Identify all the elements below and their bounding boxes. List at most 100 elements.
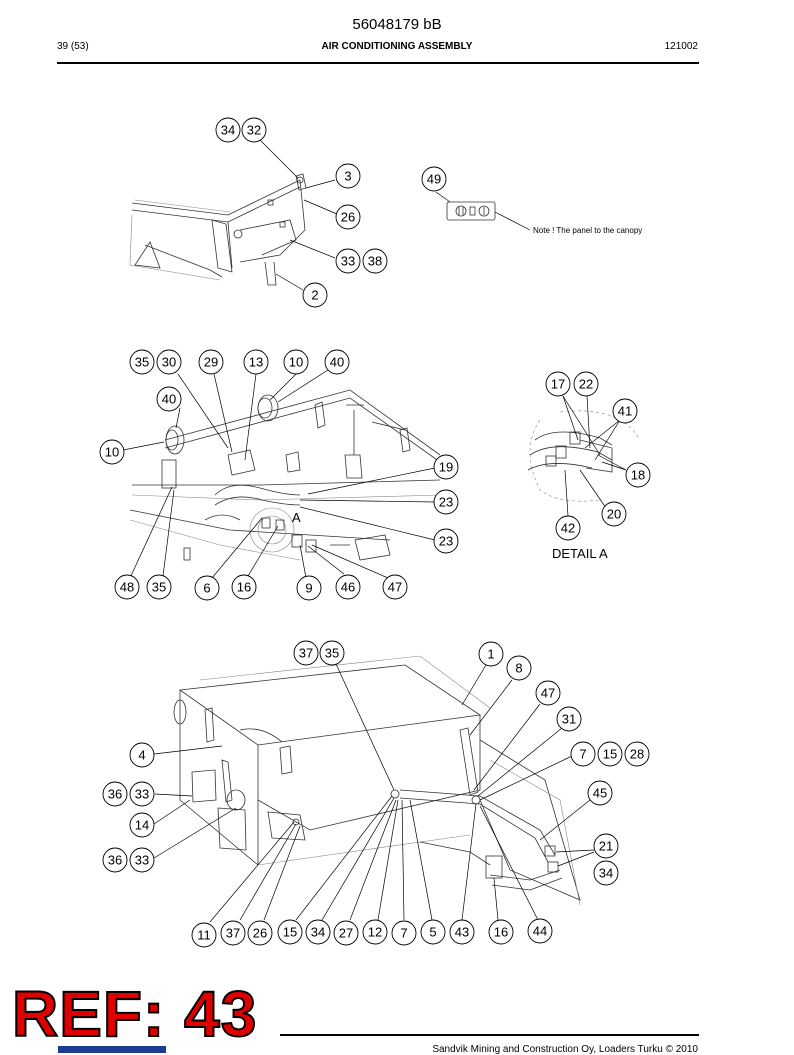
callout-bubble: 16: [488, 919, 514, 945]
svg-text:12: 12: [368, 925, 382, 940]
callout-bubble: 15: [277, 919, 303, 945]
svg-text:30: 30: [162, 355, 176, 370]
svg-text:20: 20: [607, 507, 621, 522]
view2-leaders: [122, 369, 436, 579]
svg-text:35: 35: [152, 580, 166, 595]
svg-text:17: 17: [551, 377, 565, 392]
callout-bubble: 38: [362, 248, 388, 274]
callout-bubble: 35: [319, 640, 345, 666]
callout-bubble: 8: [506, 655, 532, 681]
svg-text:43: 43: [455, 925, 469, 940]
svg-text:3: 3: [344, 169, 351, 184]
callout-bubble: 6: [194, 575, 220, 601]
callout-bubble: 13: [243, 349, 269, 375]
svg-text:26: 26: [341, 210, 355, 225]
callout-bubble: 7: [391, 920, 417, 946]
callout-bubble: 29: [198, 349, 224, 375]
marker-a: A: [292, 510, 301, 525]
callout-bubble: 46: [335, 574, 361, 600]
svg-text:34: 34: [599, 866, 613, 881]
svg-text:40: 40: [162, 392, 176, 407]
callout-bubble: 45: [587, 780, 613, 806]
svg-text:35: 35: [135, 355, 149, 370]
detail-a-title: DETAIL A: [552, 546, 608, 561]
callout-bubble: 47: [535, 680, 561, 706]
view3-callouts: 37 35 1 8 47 31 7 15 28 4 45 36 33 14 21…: [102, 640, 650, 948]
svg-text:33: 33: [135, 787, 149, 802]
svg-text:4: 4: [138, 748, 145, 763]
callout-bubble: 35: [129, 349, 155, 375]
header-rule: [57, 62, 699, 64]
svg-text:11: 11: [197, 928, 211, 943]
callout-bubble: 3: [335, 163, 361, 189]
callout-bubble: 10: [99, 439, 125, 465]
svg-text:26: 26: [253, 926, 267, 941]
svg-text:37: 37: [226, 926, 240, 941]
svg-text:23: 23: [439, 534, 453, 549]
callout-bubble: 34: [305, 919, 331, 945]
svg-text:35: 35: [325, 646, 339, 661]
document-id: 56048179 bB: [352, 16, 442, 33]
callout-bubble: 5: [420, 919, 446, 945]
svg-text:5: 5: [429, 925, 436, 940]
svg-text:1: 1: [487, 647, 494, 662]
svg-text:45: 45: [593, 786, 607, 801]
svg-text:16: 16: [494, 925, 508, 940]
svg-text:42: 42: [561, 521, 575, 536]
callout-bubble: 14: [129, 812, 155, 838]
callout-bubble: 32: [241, 117, 267, 143]
callout-bubble: 26: [247, 920, 273, 946]
view2-drawing: A: [129, 389, 441, 561]
callout-bubble: 40: [324, 349, 350, 375]
svg-text:15: 15: [603, 747, 617, 762]
svg-text:36: 36: [108, 853, 122, 868]
page-number: 39 (53): [57, 41, 89, 52]
callout-bubble: 33: [129, 781, 155, 807]
callout-bubble: 26: [335, 204, 361, 230]
callout-bubble: 1: [478, 641, 504, 667]
callout-bubble: 4: [129, 742, 155, 768]
svg-text:7: 7: [400, 926, 407, 941]
callout-bubble: 36: [102, 781, 128, 807]
callout-bubble: 9: [296, 575, 322, 601]
svg-text:31: 31: [562, 712, 576, 727]
ref-stamp: REF: 43: [11, 978, 258, 1050]
callout-bubble: 33: [335, 248, 361, 274]
callout-bubble: 7: [570, 741, 596, 767]
callout-bubble: 34: [593, 860, 619, 886]
svg-text:15: 15: [283, 925, 297, 940]
svg-text:33: 33: [135, 853, 149, 868]
panel-note: Note ! The panel to the canopy: [533, 226, 642, 235]
callout-bubble: 43: [449, 919, 475, 945]
svg-text:34: 34: [311, 925, 325, 940]
svg-text:19: 19: [439, 460, 453, 475]
callout-bubble: 20: [601, 501, 627, 527]
svg-text:23: 23: [439, 495, 453, 510]
callout-bubble: 30: [156, 349, 182, 375]
footer-rule: [280, 1034, 699, 1036]
svg-text:46: 46: [341, 580, 355, 595]
callout-bubble: 37: [293, 640, 319, 666]
svg-text:14: 14: [135, 818, 149, 833]
svg-text:28: 28: [630, 747, 644, 762]
callout-bubble: 31: [556, 706, 582, 732]
view1-callouts: 34 32 3 26 33 38 2 49: [215, 117, 447, 308]
svg-text:8: 8: [515, 661, 522, 676]
callout-bubble: 22: [573, 371, 599, 397]
view3-drawing: [173, 655, 581, 906]
view3-leaders: [153, 663, 595, 923]
svg-text:22: 22: [579, 377, 593, 392]
callout-bubble: 15: [597, 741, 623, 767]
callout-bubble: 44: [527, 918, 553, 944]
svg-text:29: 29: [204, 355, 218, 370]
brand-bar: [58, 1046, 166, 1053]
callout-bubble: 10: [283, 349, 309, 375]
view2-callouts: 35 30 29 13 10 40 40 10 19 23 23 48 35 6…: [99, 349, 459, 601]
callout-bubble: 23: [433, 489, 459, 515]
svg-text:47: 47: [388, 580, 402, 595]
svg-text:37: 37: [299, 646, 313, 661]
callout-bubble: 40: [156, 386, 182, 412]
svg-text:27: 27: [339, 926, 353, 941]
svg-text:49: 49: [427, 172, 441, 187]
